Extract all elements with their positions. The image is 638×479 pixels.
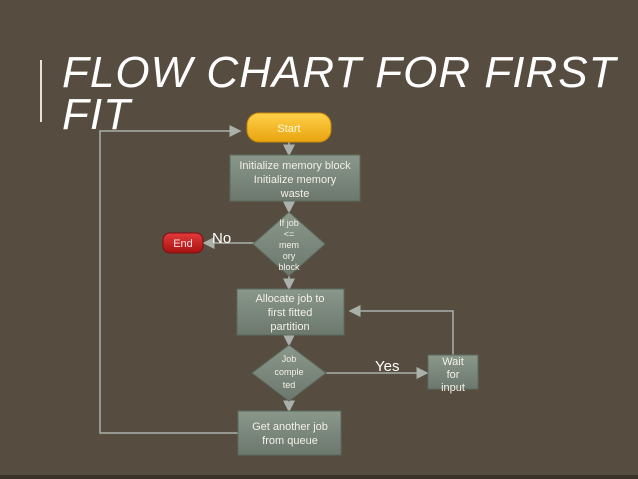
decision2-line-2: comple <box>274 367 303 377</box>
wait-line-2: for <box>447 369 460 381</box>
decision1-line-4: ory <box>283 251 296 261</box>
getjob-line-1: Get another job <box>252 421 328 433</box>
init-line-1: Initialize memory block <box>239 160 351 172</box>
end-label: End <box>173 238 193 250</box>
no-label: No <box>212 230 231 247</box>
wait-line-1: Wait <box>442 356 464 368</box>
decision2-line-3: ted <box>283 380 296 390</box>
allocate-line-2: first fitted <box>268 307 313 319</box>
init-line-3: waste <box>280 188 310 200</box>
footer-bar <box>0 475 638 479</box>
get-job-process-node: Get another job from queue <box>237 410 342 456</box>
decision1-line-3: mem <box>279 240 299 250</box>
start-label: Start <box>277 123 300 135</box>
arrow-wait-to-allocate <box>348 305 454 355</box>
arrow-loop-to-start <box>99 125 242 434</box>
init-line-2: Initialize memory <box>254 174 337 186</box>
wait-process-node: Wait for input <box>427 354 479 394</box>
connectors <box>99 125 454 434</box>
allocate-line-3: partition <box>270 321 309 333</box>
yes-label: Yes <box>375 358 399 375</box>
title-accent-bar <box>40 60 42 122</box>
decision1-line-2: <= <box>284 229 295 239</box>
allocate-process-node: Allocate job to first fitted partition <box>236 288 345 336</box>
getjob-line-2: from queue <box>262 435 318 447</box>
wait-line-3: input <box>441 382 465 394</box>
page-title: FLOW CHART FOR FIRST FIT <box>62 48 617 139</box>
end-node: End <box>162 232 204 254</box>
decision1-line-5: block <box>278 262 300 272</box>
decision2-line-1: Job <box>282 354 297 364</box>
start-node: Start <box>246 112 332 143</box>
job-completed-decision: Job comple ted <box>251 344 327 402</box>
allocate-line-1: Allocate job to <box>255 293 324 305</box>
init-process-node: Initialize memory block Initialize memor… <box>229 154 361 202</box>
memory-check-decision: If job <= mem ory block <box>252 211 326 277</box>
decision1-line-1: If job <box>279 218 299 228</box>
